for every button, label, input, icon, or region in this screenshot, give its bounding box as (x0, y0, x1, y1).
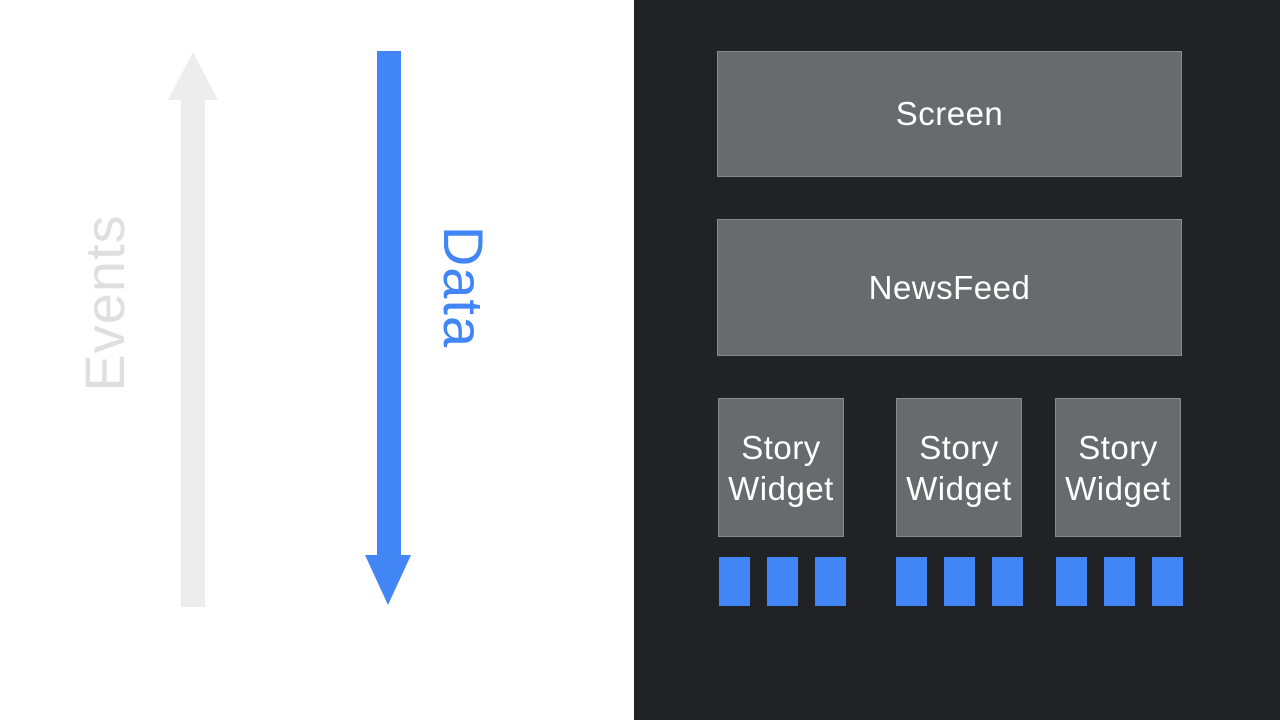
data-chip-group (896, 557, 1023, 606)
story-widget-box: Story Widget (718, 398, 844, 537)
data-chip (815, 557, 846, 606)
events-label: Events (73, 214, 136, 392)
widget-tree-panel: Screen NewsFeed Story Widget Story Widge… (634, 0, 1280, 720)
screen-box: Screen (717, 51, 1182, 177)
data-chip (1104, 557, 1135, 606)
data-chip (992, 557, 1023, 606)
data-chip-group (719, 557, 846, 606)
data-arrow-shaft (377, 51, 401, 555)
newsfeed-box-label: NewsFeed (868, 268, 1031, 306)
story-widget-box: Story Widget (896, 398, 1022, 537)
data-chip (719, 557, 750, 606)
screen-box-label: Screen (895, 95, 1004, 132)
story-widget-label: Story Widget (906, 428, 1012, 507)
data-flow-legend: Events Data (0, 0, 634, 720)
data-chip (896, 557, 927, 606)
newsfeed-box: NewsFeed (717, 219, 1182, 356)
events-arrow-up-icon (168, 52, 218, 100)
story-widget-box: Story Widget (1055, 398, 1181, 537)
story-widget-label: Story Widget (728, 428, 834, 507)
events-arrow-shaft (181, 98, 205, 607)
data-chip (767, 557, 798, 606)
data-chip (1056, 557, 1087, 606)
data-chip (944, 557, 975, 606)
data-chip (1152, 557, 1183, 606)
data-arrow-down-icon (365, 555, 411, 605)
story-widget-label: Story Widget (1065, 428, 1171, 507)
data-chip-group (1056, 557, 1183, 606)
data-label: Data (432, 225, 495, 349)
